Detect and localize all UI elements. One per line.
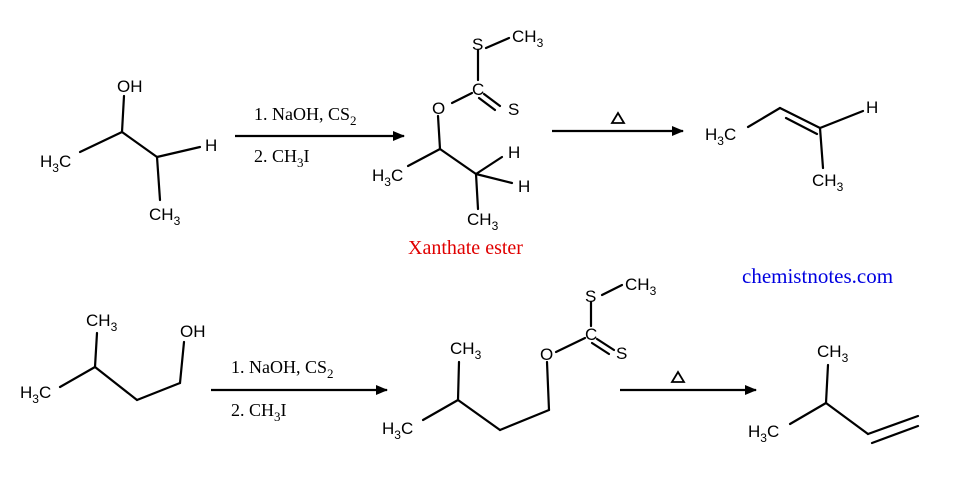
atom-h-a: H xyxy=(508,143,520,162)
condition-step-1: 1. NaOH, CS2 xyxy=(231,357,334,381)
product-2: CH3 H3C xyxy=(748,342,920,445)
bond xyxy=(746,106,782,129)
bond xyxy=(135,381,182,402)
product-1: H3C H CH3 xyxy=(705,98,878,194)
bond xyxy=(120,130,159,159)
atom-s-double: S xyxy=(616,344,627,363)
atom-h: H xyxy=(205,136,217,155)
bond xyxy=(93,365,139,402)
bond xyxy=(406,147,442,168)
atom-s-double: S xyxy=(508,100,519,119)
reactant-2: CH3 OH H3C xyxy=(20,311,206,406)
reactant-1: OH H H3C CH3 xyxy=(40,77,217,228)
condition-step-2: 2. CH3I xyxy=(231,400,287,424)
bond xyxy=(482,92,502,108)
bond xyxy=(784,116,819,136)
bond xyxy=(545,360,551,412)
atom-ch3-top: CH3 xyxy=(512,27,544,50)
bond xyxy=(818,109,865,130)
heat-arrow-2: Δ xyxy=(620,370,757,395)
bond xyxy=(438,147,478,176)
atom-s: S xyxy=(585,287,596,306)
bond xyxy=(436,114,442,151)
bond xyxy=(498,408,551,432)
intermediate-2: S CH3 C S O CH3 H3C xyxy=(382,275,657,442)
atom-o: O xyxy=(540,345,553,364)
heat-delta-icon xyxy=(670,370,686,383)
atom-c: C xyxy=(585,325,597,344)
atom-ch3: CH3 xyxy=(812,171,844,194)
bond xyxy=(600,283,624,297)
xanthate-ester-caption: Xanthate ester xyxy=(408,237,523,259)
atom-h3c: H3C xyxy=(382,419,413,442)
bond xyxy=(818,126,825,170)
atom-h: H xyxy=(866,98,878,117)
bond xyxy=(788,401,828,426)
reagent-arrow-2: 1. NaOH, CS2 2. CH3I xyxy=(211,357,388,424)
heat-delta-icon xyxy=(610,111,626,124)
bond xyxy=(120,94,126,134)
bond xyxy=(155,145,202,159)
bond xyxy=(484,36,511,50)
bond xyxy=(456,398,502,432)
intermediate-1: S CH3 C S O H H H3C CH3 xyxy=(372,27,544,233)
atom-ch3: CH3 xyxy=(450,339,482,362)
atom-ch3: CH3 xyxy=(149,205,181,228)
atom-oh: OH xyxy=(180,322,206,341)
atom-h3c: H3C xyxy=(20,383,51,406)
atom-h3c: H3C xyxy=(40,152,71,175)
bond xyxy=(554,336,587,354)
bond xyxy=(824,363,830,405)
bond xyxy=(78,130,124,154)
atom-ch3: CH3 xyxy=(86,311,118,334)
atom-h-b: H xyxy=(518,177,530,196)
watermark: chemistnotes.com xyxy=(742,264,893,288)
atom-ch3: CH3 xyxy=(817,342,849,365)
bond xyxy=(778,106,822,130)
atom-h3c: H3C xyxy=(372,166,403,189)
atom-c: C xyxy=(472,80,484,99)
bond xyxy=(178,340,186,385)
bond xyxy=(477,96,497,112)
bond xyxy=(456,360,461,402)
bond xyxy=(870,424,920,445)
atom-ch3-top: CH3 xyxy=(625,275,657,298)
heat-arrow-1: Δ xyxy=(552,111,684,136)
bond xyxy=(58,365,97,389)
atom-s: S xyxy=(472,35,483,54)
atom-ch3: CH3 xyxy=(467,210,499,233)
atom-h3c: H3C xyxy=(705,125,736,148)
bond xyxy=(421,398,460,422)
bond xyxy=(595,337,616,352)
reagent-arrow-1: 1. NaOH, CS2 2. CH3I xyxy=(235,104,405,170)
condition-step-2: 2. CH3I xyxy=(254,146,310,170)
atom-h3c: H3C xyxy=(748,422,779,445)
bond xyxy=(155,155,162,202)
atom-oh: OH xyxy=(117,77,143,96)
bond xyxy=(590,341,611,356)
bond xyxy=(474,155,504,176)
atom-o: O xyxy=(432,99,445,118)
bond xyxy=(474,172,480,211)
bond xyxy=(450,91,474,105)
bond xyxy=(474,172,514,185)
bond xyxy=(824,401,870,436)
bond xyxy=(93,331,99,369)
condition-step-1: 1. NaOH, CS2 xyxy=(254,104,357,128)
bond xyxy=(866,414,920,436)
